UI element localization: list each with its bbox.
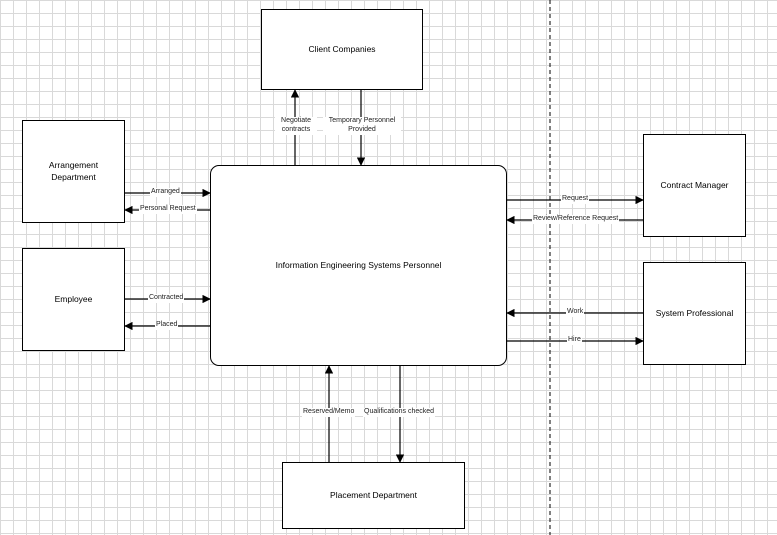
node-main-process-label: Information Engineering Systems Personne… xyxy=(275,259,442,270)
edge-label-contracted: Contracted xyxy=(148,294,185,303)
node-employee-label: Employee xyxy=(54,293,93,304)
node-main-process: Information Engineering Systems Personne… xyxy=(210,165,507,366)
edge-label-arranged: Arranged xyxy=(150,188,181,197)
node-arrangement-department: Arrangement Department xyxy=(22,120,125,223)
edge-label-reserved: Reserved/Memo xyxy=(302,408,356,417)
node-arrangement-department-label: Arrangement Department xyxy=(48,160,99,182)
edge-label-hire: Hire xyxy=(567,336,582,345)
node-system-professional-label: System Professional xyxy=(655,307,734,318)
edge-label-placed: Placed xyxy=(155,321,179,330)
node-client-companies-label: Client Companies xyxy=(308,43,376,54)
node-contract-manager-label: Contract Manager xyxy=(660,179,729,190)
node-employee: Employee xyxy=(22,248,125,351)
node-contract-manager: Contract Manager xyxy=(643,134,746,237)
node-client-companies: Client Companies xyxy=(261,9,423,90)
edge-label-personal-request: Personal Request xyxy=(139,205,197,214)
edge-label-temporary: Temporary Personnel Provided xyxy=(323,117,401,135)
edge-label-work: Work xyxy=(566,308,585,317)
node-placement-department: Placement Department xyxy=(282,462,465,529)
edge-label-negotiate: Negotiate contracts xyxy=(275,117,317,135)
edge-label-review: Review/Reference Request xyxy=(532,215,620,224)
node-placement-department-label: Placement Department xyxy=(330,489,417,500)
edge-label-request: Request xyxy=(561,195,590,204)
node-system-professional: System Professional xyxy=(643,262,746,365)
edge-label-qualifications: Qualifications checked xyxy=(363,408,436,417)
